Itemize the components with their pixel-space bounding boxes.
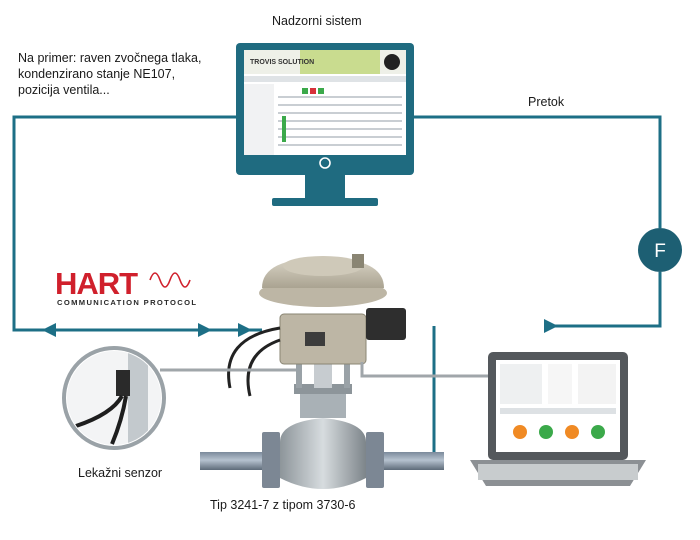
flow-meter-icon: F [638,228,682,272]
device-type-label: Tip 3241-7 z tipom 3730-6 [210,498,356,512]
arrow-right-icon [238,323,252,337]
hart-logo-word: HART [55,266,138,301]
example-line: pozicija ventila... [18,83,110,97]
hart-logo-icon: HART [55,266,191,301]
loop-arrowheads [42,319,558,337]
laptop-icon [470,352,646,486]
arrow-right-icon [544,319,558,333]
monitor-table [278,96,402,146]
loop-right-segment [414,115,662,228]
arrow-left-icon [42,323,56,337]
flow-label: Pretok [528,95,565,109]
loop-flow-return [545,272,662,328]
example-line: kondenzirano stanje NE107, [18,67,176,81]
supervisory-system-label: Nadzorni sistem [272,14,362,28]
loop-left-segment [12,115,236,332]
leak-sensor-label: Lekažni senzor [78,466,163,480]
leak-sensor-icon [62,346,296,450]
laptop-gauges [513,425,605,439]
flow-meter-symbol: F [654,241,666,262]
hart-logo-subtitle: COMMUNICATION PROTOCOL [57,298,198,307]
valve-to-laptop-cable [360,362,496,378]
monitor-brand: TROVIS SOLUTION [250,59,314,66]
arrow-right-icon [198,323,212,337]
example-values-note: Na primer: raven zvočnega tlaka, kondenz… [18,50,233,98]
control-valve-icon [227,254,406,489]
monitor-icon: TROVIS SOLUTION [236,43,414,206]
signal-loop [12,115,662,460]
example-line: Na primer: raven zvočnega tlaka, [18,51,202,65]
